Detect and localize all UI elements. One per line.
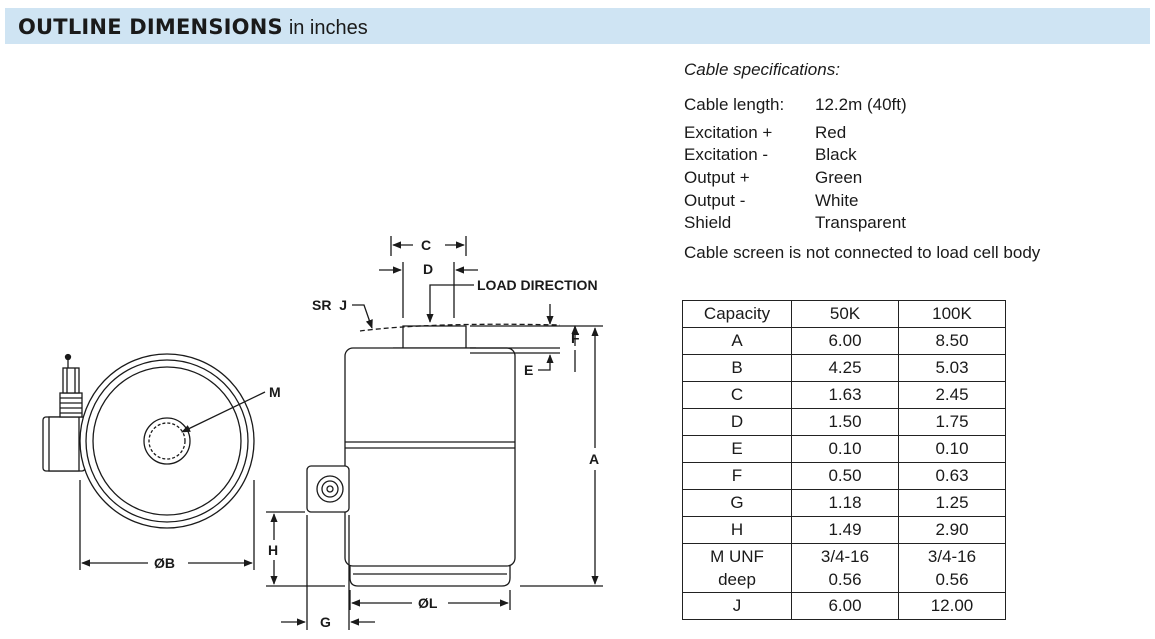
table-header-cell: 50K bbox=[791, 300, 899, 328]
section-title-bold: OUTLINE DIMENSIONS bbox=[18, 15, 283, 39]
table-cell: 2.45 bbox=[898, 381, 1006, 409]
cable-spec-title: Cable specifications: bbox=[684, 60, 840, 79]
table-cell: F bbox=[682, 462, 792, 490]
dim-label-m: M bbox=[269, 384, 281, 400]
wire-color: Black bbox=[815, 145, 857, 165]
table-cell: 0.10 bbox=[898, 435, 1006, 463]
table-cell: J bbox=[682, 592, 792, 620]
cable-specifications: Cable specifications: Cable length: 12.2… bbox=[684, 60, 1040, 263]
dim-label-g: G bbox=[320, 614, 331, 630]
table-cell: 3/4-16 0.56 bbox=[791, 543, 899, 593]
section-title-units: in inches bbox=[288, 17, 368, 39]
table-cell: 1.25 bbox=[898, 489, 1006, 517]
table-cell: B bbox=[682, 354, 792, 382]
table-row-m: M UNF deep 3/4-16 0.56 3/4-16 0.56 bbox=[682, 543, 1006, 593]
table-cell: 6.00 bbox=[791, 592, 899, 620]
table-cell: 0.63 bbox=[898, 462, 1006, 490]
table-cell: H bbox=[682, 516, 792, 544]
wire-row: Excitation + Red bbox=[684, 122, 1040, 145]
wire-row: Output + Green bbox=[684, 167, 1040, 190]
cable-length-row: Cable length: 12.2m (40ft) bbox=[684, 94, 1040, 117]
wire-color: Transparent bbox=[815, 213, 907, 233]
dim-label-e: E bbox=[524, 362, 533, 378]
table-cell: D bbox=[682, 408, 792, 436]
m-deep-label: deep bbox=[718, 570, 756, 589]
table-cell: 3/4-16 0.56 bbox=[898, 543, 1006, 593]
cable-screen-note: Cable screen is not connected to load ce… bbox=[684, 243, 1041, 263]
wire-label: Shield bbox=[684, 213, 732, 233]
dim-label-ol: ØL bbox=[418, 595, 438, 611]
table-header-row: Capacity 50K 100K bbox=[682, 300, 1006, 328]
m-depth-100k: 0.56 bbox=[935, 570, 969, 589]
wire-color: White bbox=[815, 190, 859, 210]
table-cell: A bbox=[682, 327, 792, 355]
dim-label-f: F bbox=[571, 330, 580, 346]
table-cell: 4.25 bbox=[791, 354, 899, 382]
wire-label: Excitation + bbox=[684, 122, 773, 142]
table-cell: M UNF deep bbox=[682, 543, 792, 593]
table-cell: 1.18 bbox=[791, 489, 899, 517]
table-cell: 1.49 bbox=[791, 516, 899, 544]
table-cell: G bbox=[682, 489, 792, 517]
cable-length-value: 12.2m (40ft) bbox=[815, 95, 907, 114]
dim-label-ob: ØB bbox=[154, 555, 175, 571]
wire-color: Green bbox=[815, 168, 863, 188]
table-cell: 6.00 bbox=[791, 327, 899, 355]
table-cell: E bbox=[682, 435, 792, 463]
m-thread-100k: 3/4-16 bbox=[927, 547, 977, 566]
table-cell: 0.50 bbox=[791, 462, 899, 490]
wire-label: Output - bbox=[684, 190, 746, 210]
wire-label: Output + bbox=[684, 168, 750, 188]
m-depth-50k: 0.56 bbox=[828, 570, 862, 589]
dim-label-c: C bbox=[421, 237, 431, 253]
table-cell: 5.03 bbox=[898, 354, 1006, 382]
side-view bbox=[306, 325, 516, 587]
table-cell: 8.50 bbox=[898, 327, 1006, 355]
table-header-cell: Capacity bbox=[682, 300, 792, 328]
wire-row: Output - White bbox=[684, 190, 1040, 213]
dim-label-h: H bbox=[268, 542, 278, 558]
table-cell: 12.00 bbox=[898, 592, 1006, 620]
table-cell: 1.50 bbox=[791, 408, 899, 436]
wire-row: Shield Transparent bbox=[684, 212, 1040, 235]
table-cell: C bbox=[682, 381, 792, 409]
load-direction-label: LOAD DIRECTION bbox=[477, 277, 598, 293]
wire-color: Red bbox=[815, 122, 847, 142]
table-cell: 0.10 bbox=[791, 435, 899, 463]
table-header-cell: 100K bbox=[898, 300, 1006, 328]
dim-label-d: D bbox=[423, 261, 433, 277]
top-view bbox=[42, 353, 255, 529]
m-thread-50k: 3/4-16 bbox=[820, 547, 870, 566]
dim-label-sr-j: SR J bbox=[312, 297, 347, 313]
table-cell: 1.63 bbox=[791, 381, 899, 409]
cable-length-label: Cable length: bbox=[684, 95, 785, 114]
wire-label: Excitation - bbox=[684, 145, 769, 165]
table-cell: 1.75 bbox=[898, 408, 1006, 436]
wire-row: Excitation - Black bbox=[684, 144, 1040, 167]
table-cell: 2.90 bbox=[898, 516, 1006, 544]
m-unf-label: M UNF bbox=[710, 547, 764, 566]
dim-label-a: A bbox=[589, 451, 599, 467]
